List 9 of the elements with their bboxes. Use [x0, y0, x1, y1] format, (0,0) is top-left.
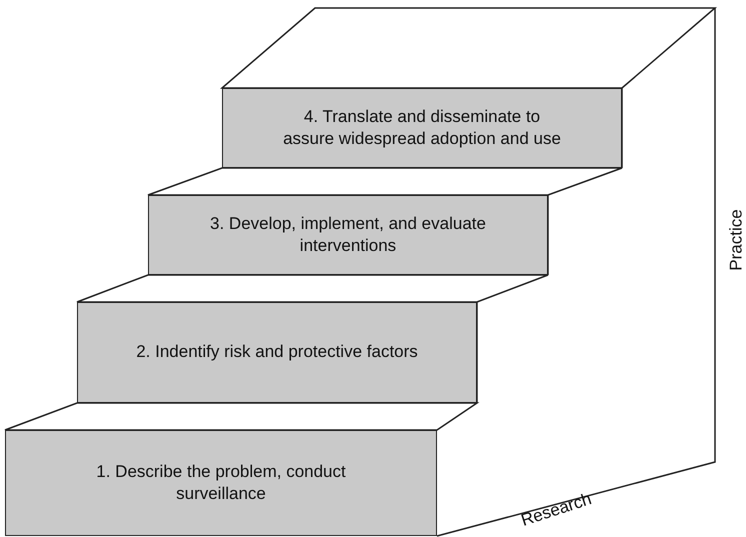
step-box: [5, 430, 437, 536]
step-label: 4. Translate and disseminate to assure widespread adoption and use: [283, 106, 561, 150]
step-label: 2. Indentify risk and protective factors: [136, 341, 418, 364]
step-box: [148, 195, 548, 275]
step-box: [77, 302, 477, 403]
axis-label: Practice: [726, 209, 746, 271]
step-box: [222, 88, 622, 168]
step-label: 1. Describe the problem, conduct surveillance: [95, 460, 347, 505]
step-label: 3. Develop, implement, and evaluate interventions: [209, 212, 487, 257]
